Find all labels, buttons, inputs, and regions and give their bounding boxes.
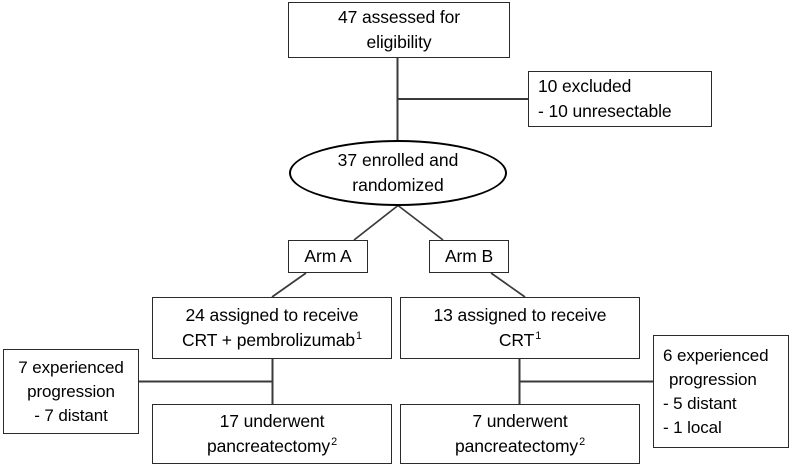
node-arm-a-surgery-line-1: 17 underwent xyxy=(219,411,325,431)
node-arm-b-treatment-text: CRT xyxy=(498,330,535,350)
node-arm-b-surgery-text: pancreatectomy xyxy=(454,436,579,456)
node-arm-b-treatment-line-2: CRT1 xyxy=(499,328,541,353)
node-arm-a-surgery-text: pancreatectomy xyxy=(206,436,331,456)
node-arm-a-treatment: 24 assigned to receive CRT + pembrolizum… xyxy=(152,297,392,359)
node-arm-a-treatment-line-1: 24 assigned to receive xyxy=(185,305,359,325)
node-arm-b-treatment-line-1: 13 assigned to receive xyxy=(433,305,607,325)
node-enrolled-line-2: randomized xyxy=(352,175,444,195)
node-arm-b-progression-line-1: 6 experienced xyxy=(663,345,769,365)
node-excluded: 10 excluded - 10 unresectable xyxy=(528,71,712,127)
node-excluded-line-1: 10 excluded xyxy=(538,76,632,96)
node-arm-b: Arm B xyxy=(429,240,509,273)
edge-enrolled-to-arm-b xyxy=(397,204,444,241)
node-arm-b-progression-line-4: - 1 local xyxy=(663,417,722,437)
node-arm-b-progression-line-2: progression xyxy=(669,369,757,389)
footnote-marker-2: 2 xyxy=(331,436,338,449)
node-arm-b-surgery-line-1: 7 underwent xyxy=(472,411,568,431)
edge-arm-a-to-treatment xyxy=(271,272,307,298)
node-arm-a-surgery: 17 underwent pancreatectomy2 xyxy=(152,404,392,464)
node-arm-a-treatment-text: CRT + pembrolizumab xyxy=(182,330,356,350)
node-arm-a-progression: 7 experienced progression - 7 distant xyxy=(3,349,139,434)
node-arm-b-treatment: 13 assigned to receive CRT1 xyxy=(400,297,640,359)
node-enrolled-line-1: 37 enrolled and xyxy=(337,150,459,170)
footnote-marker-2: 2 xyxy=(579,436,586,449)
node-arm-b-progression-line-3: - 5 distant xyxy=(663,393,737,413)
node-excluded-line-2: - 10 unresectable xyxy=(538,101,672,121)
node-arm-b-surgery: 7 underwent pancreatectomy2 xyxy=(400,404,640,464)
footnote-marker-1: 1 xyxy=(535,330,542,343)
node-assessed-for-eligibility: 47 assessed for eligibility xyxy=(288,2,510,58)
node-arm-b-label: Arm B xyxy=(444,246,494,266)
node-arm-a-progression-line-1: 7 experienced xyxy=(18,357,124,377)
edge-enrolled-to-arm-a xyxy=(353,204,399,241)
edge-arm-b-to-treatment xyxy=(490,272,526,298)
node-arm-b-surgery-line-2: pancreatectomy2 xyxy=(455,434,585,459)
node-assessed-line-1: 47 assessed for xyxy=(337,7,461,27)
node-arm-a-treatment-line-2: CRT + pembrolizumab1 xyxy=(182,328,362,353)
node-arm-a-surgery-line-2: pancreatectomy2 xyxy=(207,434,337,459)
node-arm-a-progression-line-3: - 7 distant xyxy=(34,405,108,425)
node-arm-b-progression: 6 experienced progression - 5 distant - … xyxy=(653,335,789,448)
node-assessed-line-2: eligibility xyxy=(366,32,432,52)
footnote-marker-1: 1 xyxy=(356,330,362,343)
node-arm-a-label: Arm A xyxy=(304,246,352,266)
node-arm-a-progression-line-2: progression xyxy=(27,381,115,401)
node-arm-a: Arm A xyxy=(288,240,368,273)
node-enrolled-and-randomized: 37 enrolled and randomized xyxy=(289,140,507,206)
